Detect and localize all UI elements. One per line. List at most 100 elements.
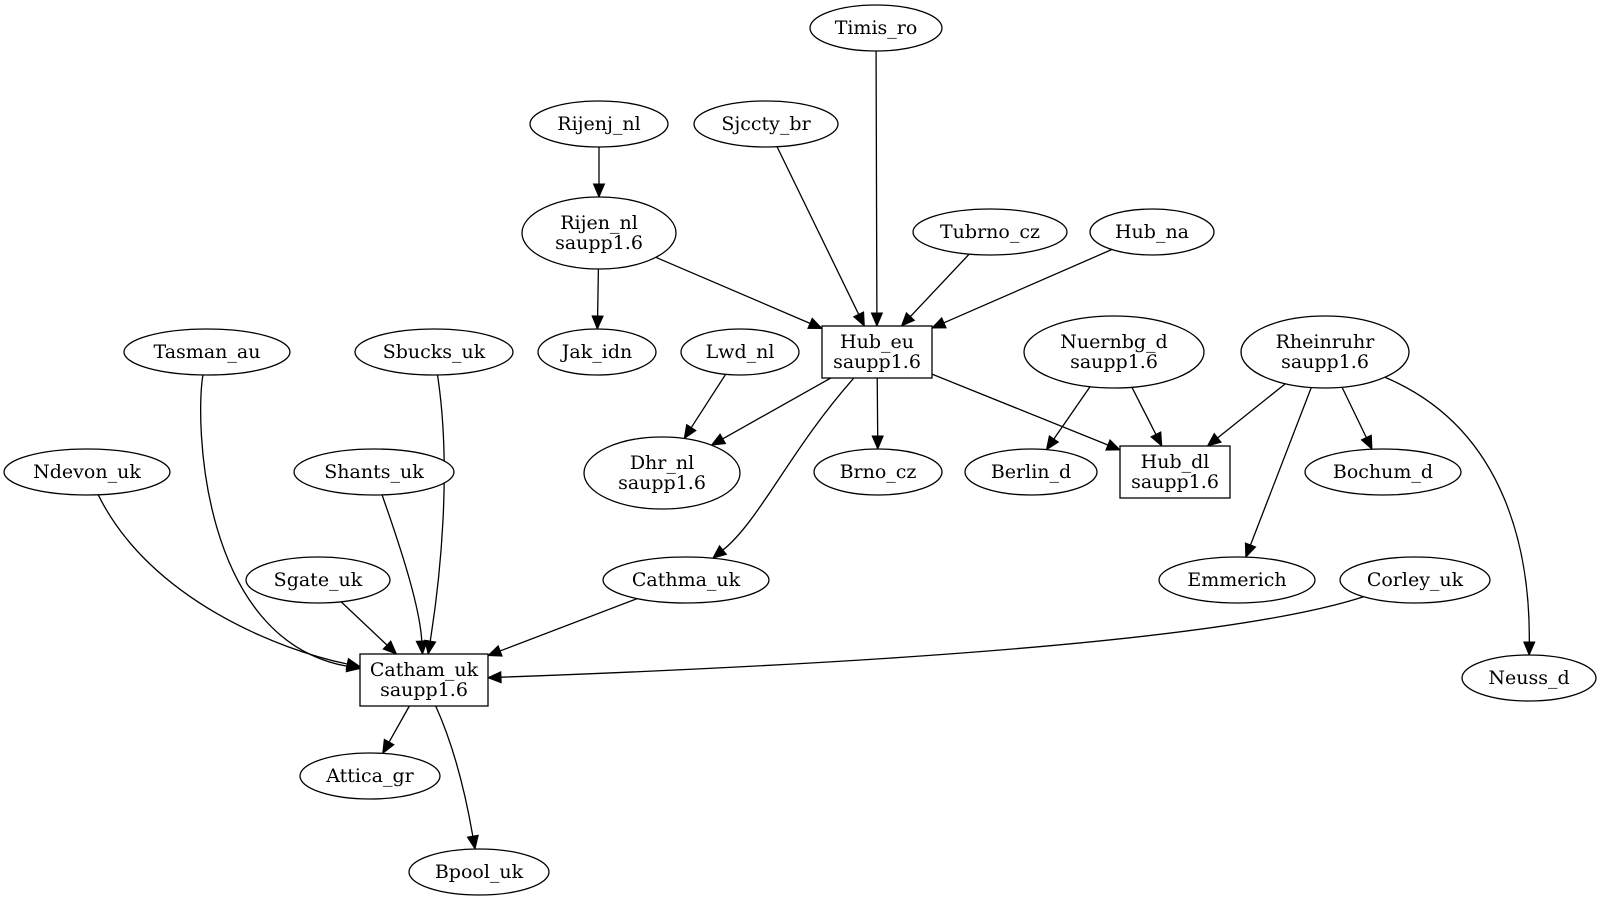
edge-line <box>429 374 445 642</box>
node-sublabel: saupp1.6 <box>833 351 921 373</box>
node-sjccty-br[interactable]: Sjccty_br <box>693 100 839 148</box>
edge-rijen-nl-to-hub-eu <box>655 256 824 329</box>
edge-line <box>1384 376 1530 643</box>
node-sublabel: saupp1.6 <box>618 472 706 494</box>
node-sublabel: saupp1.6 <box>1131 471 1219 493</box>
edge-corley-uk-to-catham-uk <box>486 596 1364 684</box>
arrowhead-icon <box>1206 432 1222 447</box>
edge-lwd-nl-to-dhr-nl <box>683 373 727 440</box>
node-label: Brno_cz <box>840 461 917 483</box>
arrowhead-icon <box>592 183 606 199</box>
edge-line <box>776 146 860 315</box>
node-tubrno-cz[interactable]: Tubrno_cz <box>912 208 1068 256</box>
edge-line <box>500 596 1364 678</box>
node-label: Dhr_nl <box>630 452 694 474</box>
node-ellipse <box>680 328 800 376</box>
node-ellipse <box>602 556 770 604</box>
node-ellipse <box>3 448 171 496</box>
node-shants-uk[interactable]: Shants_uk <box>293 448 455 496</box>
node-label: Sgate_uk <box>274 569 363 591</box>
edge-line <box>943 248 1113 324</box>
node-ellipse <box>354 328 514 376</box>
node-label: Tubrno_cz <box>940 221 1040 243</box>
arrowhead-icon <box>900 311 916 327</box>
node-label: Neuss_d <box>1488 667 1569 689</box>
node-ellipse <box>964 448 1098 496</box>
node-berlin-d[interactable]: Berlin_d <box>964 448 1098 496</box>
node-label: Sbucks_uk <box>383 341 486 363</box>
edge-line <box>499 598 638 652</box>
node-label: Ndevon_uk <box>33 461 141 483</box>
edge-line <box>722 377 855 551</box>
node-attica-gr[interactable]: Attica_gr <box>299 752 441 800</box>
edges-layer <box>97 50 1536 851</box>
node-label: Jak_idn <box>560 341 632 363</box>
node-ndevon-uk[interactable]: Ndevon_uk <box>3 448 171 496</box>
node-lwd-nl[interactable]: Lwd_nl <box>680 328 800 376</box>
node-label: Hub_eu <box>840 331 914 353</box>
node-brno-cz[interactable]: Brno_cz <box>813 448 943 496</box>
edge-nuernbg-d-to-berlin-d <box>1045 386 1091 451</box>
node-cathma-uk[interactable]: Cathma_uk <box>602 556 770 604</box>
edge-line <box>97 494 348 665</box>
arrowhead-icon <box>1244 542 1257 559</box>
node-ellipse <box>245 556 391 604</box>
edge-rijenj-nl-to-rijen-nl <box>592 147 606 199</box>
node-ellipse <box>912 208 1068 256</box>
edge-rheinruhr-to-hub-dl <box>1206 383 1286 447</box>
node-label: Sjccty_br <box>721 113 811 135</box>
node-sublabel: saupp1.6 <box>1281 351 1369 373</box>
edge-line <box>655 256 811 324</box>
arrowhead-icon <box>345 657 362 671</box>
arrowhead-icon <box>382 738 395 755</box>
edge-catham-uk-to-bpool-uk <box>435 705 479 851</box>
edge-line <box>388 705 410 743</box>
node-neuss-d[interactable]: Neuss_d <box>1461 654 1597 702</box>
node-tasman-au[interactable]: Tasman_au <box>123 328 291 376</box>
node-rijenj-nl[interactable]: Rijenj_nl <box>529 100 669 148</box>
node-label: Lwd_nl <box>706 341 775 363</box>
node-ellipse <box>1339 556 1491 604</box>
node-ellipse <box>1240 315 1410 389</box>
arrowhead-icon <box>871 435 884 451</box>
arrowhead-icon <box>466 834 479 851</box>
arrowhead-icon <box>852 311 865 328</box>
node-timis-ro[interactable]: Timis_ro <box>809 4 943 52</box>
node-ellipse <box>1158 556 1316 604</box>
edge-sbucks-uk-to-catham-uk <box>424 374 445 656</box>
edge-cathma-uk-to-catham-uk <box>486 598 638 657</box>
node-ellipse <box>583 436 741 510</box>
edge-line <box>1341 386 1367 438</box>
edge-line <box>1053 386 1091 440</box>
edge-rijen-nl-to-jak-idn <box>591 268 604 331</box>
node-sublabel: saupp1.6 <box>555 232 643 254</box>
node-bochum-d[interactable]: Bochum_d <box>1304 448 1462 496</box>
node-label: Hub_na <box>1115 221 1189 243</box>
node-ellipse <box>521 196 677 270</box>
node-sgate-uk[interactable]: Sgate_uk <box>245 556 391 604</box>
node-label: Cathma_uk <box>632 569 741 591</box>
arrowhead-icon <box>1105 439 1122 451</box>
arrowhead-icon <box>486 644 503 657</box>
node-box <box>1119 445 1231 499</box>
node-label: Rijenj_nl <box>557 113 640 135</box>
edge-hub-eu-to-cathma-uk <box>711 377 855 560</box>
node-hub-na[interactable]: Hub_na <box>1089 208 1215 256</box>
arrowhead-icon <box>591 315 604 331</box>
node-sbucks-uk[interactable]: Sbucks_uk <box>354 328 514 376</box>
node-ellipse <box>809 4 943 52</box>
node-jak-idn[interactable]: Jak_idn <box>537 328 657 376</box>
node-bpool-uk[interactable]: Bpool_uk <box>408 848 550 896</box>
node-label: Shants_uk <box>324 461 424 483</box>
edge-line <box>200 374 348 667</box>
node-corley-uk[interactable]: Corley_uk <box>1339 556 1491 604</box>
node-emmerich[interactable]: Emmerich <box>1158 556 1316 604</box>
